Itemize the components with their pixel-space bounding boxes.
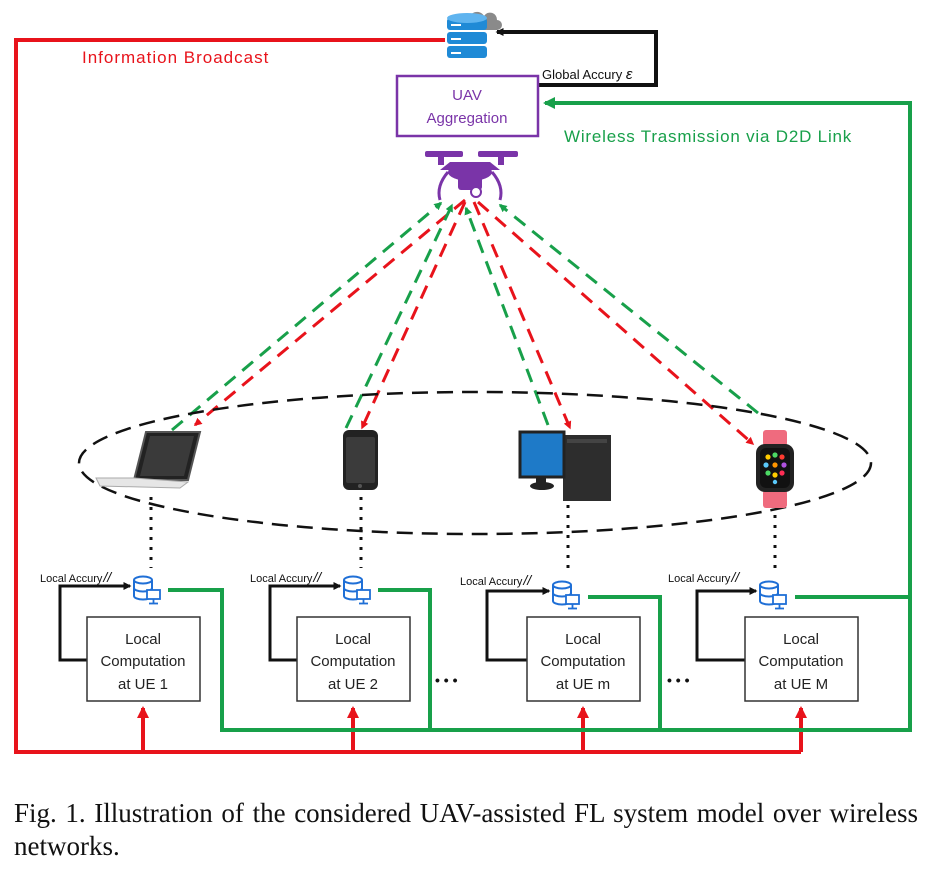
smartphone-icon [343,430,378,490]
ue-box-M: Local Computation at UE M [744,616,859,702]
drone-icon [425,151,518,201]
uav-aggregation-line2: Aggregation [427,110,508,127]
local-db-icon [133,575,161,605]
ellipsis: • • • [435,672,458,688]
svg-text:Global Accury ε: Global Accury ε [542,66,633,83]
uav-aggregation-box: UAV Aggregation [395,74,540,138]
device-connectors [149,497,777,575]
laptop-icon [95,431,202,489]
svg-text:Local Accury//: Local Accury// [40,569,113,585]
local-accuracy-symbol: // [522,572,533,588]
ue-box-line3: at UE 2 [328,676,378,693]
wireless-label: Wireless Trasmission via D2D Link [564,127,852,146]
local-db-icon [552,580,580,610]
svg-text:Local Accury//: Local Accury// [668,569,741,585]
system-model-diagram: Information Broadcast Wireless Trasmissi… [14,11,912,754]
ellipsis: • • • [667,672,690,688]
global-accuracy-symbol: ε [626,66,633,83]
uplink-path [168,97,912,732]
svg-text:Local Accury//: Local Accury// [250,569,323,585]
ue-box-line2: Computation [758,653,843,670]
ue-box-m: Local Computation at UE m [526,616,641,702]
ue-box-line1: Local [783,631,819,648]
global-accuracy-label: Global Accury [542,67,623,82]
local-accuracy-label: Local Accury [250,573,313,585]
wireless-links [171,198,759,446]
ue-box-line2: Computation [540,653,625,670]
local-accuracy-label: Local Accury [460,576,523,588]
svg-text:Local Accury//: Local Accury// [460,572,533,588]
figure-caption: Fig. 1. Illustration of the considered U… [14,798,918,861]
ue-box-line1: Local [335,631,371,648]
uav-aggregation-line1: UAV [452,87,482,104]
global-accuracy-feedback-arrow [495,28,658,87]
ue-box-1: Local Computation at UE 1 [86,616,201,702]
local-accuracy-symbol: // [730,569,741,585]
ue-box-line1: Local [565,631,601,648]
local-accuracy-label: Local Accury [40,573,103,585]
local-accuracy-label: Local Accury [668,573,731,585]
ue-box-line3: at UE 1 [118,676,168,693]
ue-box-line3: at UE M [774,676,828,693]
desktop-computer-icon [518,430,611,501]
cloud-database-icon [447,11,502,58]
local-accuracy-symbol: // [102,569,113,585]
ue-box-line1: Local [125,631,161,648]
info-broadcast-label: Information Broadcast [82,48,269,67]
ue-box-line2: Computation [100,653,185,670]
ue-box-line3: at UE m [556,676,610,693]
local-accuracy-symbol: // [312,569,323,585]
ue-box-line2: Computation [310,653,395,670]
ue-box-2: Local Computation at UE 2 [296,616,411,702]
coverage-ellipse [77,390,873,536]
local-db-icon [759,580,787,610]
local-db-icon [343,575,371,605]
local-accuracy-labels: Local Accury// Local Accury// Local Accu… [40,569,741,588]
smartwatch-icon [756,430,794,508]
local-accuracy-loops [58,582,758,662]
